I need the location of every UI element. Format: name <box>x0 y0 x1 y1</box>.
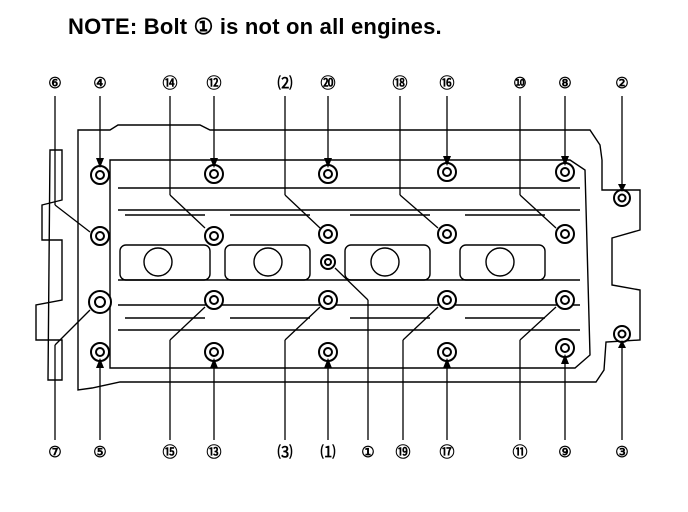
bolt-icon <box>318 290 338 310</box>
bolt-icon <box>555 224 575 244</box>
bolt-icon <box>555 290 575 310</box>
callout-18: ⑱ <box>392 74 407 92</box>
callout-4: ④ <box>93 75 106 92</box>
callout-10: ⑩ <box>513 75 526 92</box>
bolt-icon <box>204 290 224 310</box>
callouts-bottom: ⑦ ⑤ ⑮ ⑬ ⑶ ⑴ ① ⑲ ⑰ ⑪ ⑨ ③ <box>48 443 628 461</box>
bolt-icon <box>90 165 110 185</box>
bolt-icon <box>318 342 338 362</box>
callout-23: ⑶ <box>277 443 292 461</box>
callout-21: ⑴ <box>320 443 335 461</box>
callout-8: ⑧ <box>558 75 571 92</box>
callout-11: ⑪ <box>512 443 527 461</box>
head-outline <box>77 124 641 391</box>
callout-12: ⑫ <box>206 74 221 92</box>
bolt-icon <box>318 224 338 244</box>
inner-outline <box>109 159 591 369</box>
callout-17: ⑰ <box>439 443 454 461</box>
callout-5: ⑤ <box>93 444 106 461</box>
callout-19: ⑲ <box>395 443 410 461</box>
callout-13: ⑬ <box>206 443 221 461</box>
callout-6: ⑥ <box>48 75 61 92</box>
bolt-icon <box>555 162 575 182</box>
leader-lines <box>54 96 623 440</box>
callout-2: ② <box>615 75 628 92</box>
bolt-icon <box>437 162 457 182</box>
callout-16: ⑯ <box>439 74 454 92</box>
bolt-icon <box>204 226 224 246</box>
callout-1: ① <box>361 444 374 461</box>
callout-14: ⑭ <box>162 74 177 92</box>
callout-22: ⑵ <box>277 74 292 92</box>
bolt-icon <box>613 189 631 207</box>
note-text: NOTE: Bolt ① is not on all engines. <box>68 14 442 39</box>
bolt-icon <box>90 226 110 246</box>
bolt-icon <box>613 325 631 343</box>
bolt-icon <box>437 290 457 310</box>
callout-3: ③ <box>615 444 628 461</box>
bolt-group <box>88 162 631 362</box>
bolt-icon <box>437 224 457 244</box>
callout-20: ⑳ <box>320 74 335 92</box>
bolt-icon <box>320 254 336 270</box>
callout-9: ⑨ <box>558 444 571 461</box>
callout-15: ⑮ <box>162 443 177 461</box>
callouts-top: ⑥ ④ ⑭ ⑫ ⑵ ⑳ ⑱ ⑯ ⑩ ⑧ ② <box>48 74 628 92</box>
timing-plate <box>35 149 63 381</box>
bolt-icon <box>88 290 112 314</box>
callout-7: ⑦ <box>48 444 61 461</box>
